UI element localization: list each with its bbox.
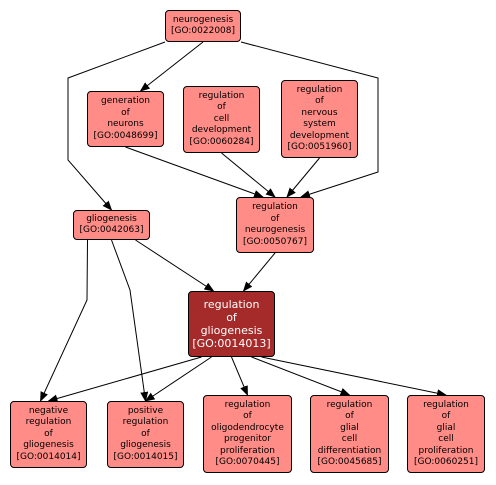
node-regulation-of-glial-cell-differentiation[interactable]: regulation of glial cell differentiation…	[310, 395, 389, 473]
node-label-line: regulation	[198, 90, 245, 101]
node-label-line: regulation	[25, 417, 72, 428]
node-label-line: oligodendrocyte	[211, 422, 284, 433]
node-label-line: regulation	[224, 399, 271, 410]
node-label-line: of	[217, 102, 226, 113]
node-label-line: of	[226, 311, 237, 324]
edge-gliogenesis-to-regulation-of-gliogenesis	[135, 239, 215, 292]
node-label-line: regulation	[252, 202, 298, 212]
node-label-line: of	[121, 107, 130, 118]
node-label-line: nervous	[301, 107, 338, 118]
node-label-line: proliferation	[418, 445, 474, 456]
edge-regulation-of-gliogenesis-to-regulation-of-glial-cell-proliferation	[261, 356, 447, 398]
node-label-line: of	[315, 96, 324, 106]
node-go-id: [GO:0051960]	[287, 142, 352, 152]
edge-generation-of-neurons-to-regulation-of-neurogenesis	[125, 146, 264, 198]
edge-regulation-of-gliogenesis-to-regulation-of-oligodendrocyte-progenitor-proliferation	[231, 356, 248, 396]
edge-neurogenesis-to-generation-of-neurons	[139, 41, 204, 92]
node-label-line: regulation	[203, 298, 260, 311]
node-label-line: of	[44, 428, 53, 439]
edge-regulation-of-gliogenesis-to-negative-regulation-of-gliogenesis	[47, 356, 202, 403]
node-label-line: regulation	[296, 84, 343, 95]
edge-gliogenesis-to-positive-regulation-of-gliogenesis	[111, 239, 149, 402]
node-label-line: of	[141, 428, 150, 439]
node-go-id: [GO:0060251]	[413, 457, 479, 467]
node-label-line: gliogenesis	[120, 440, 171, 451]
node-label-line: progenitor	[224, 434, 271, 444]
edge-gliogenesis-to-negative-regulation-of-gliogenesis	[40, 239, 88, 402]
node-go-id: [GO:0014015]	[113, 451, 178, 462]
edge-regulation-of-cell-development-to-regulation-of-neurogenesis	[221, 152, 276, 198]
node-regulation-of-oligodendrocyte-progenitor-proliferation[interactable]: regulation of oligodendrocyte progenitor…	[203, 395, 292, 473]
edge-regulation-of-gliogenesis-to-regulation-of-glial-cell-differentiation	[251, 356, 351, 396]
node-label-line: neurons	[107, 119, 144, 129]
node-regulation-of-nervous-system-development[interactable]: regulation of nervous system development…	[281, 80, 358, 158]
node-label-line: of	[441, 411, 451, 421]
node-label-line: system	[303, 119, 336, 129]
node-label-line: development	[191, 125, 252, 136]
node-label-line: generation	[101, 96, 150, 106]
node-label-line: gliogenesis	[86, 213, 137, 224]
node-positive-regulation-of-gliogenesis[interactable]: positive regulation of gliogenesis [GO:0…	[107, 401, 184, 468]
node-go-id: [GO:0050767]	[242, 236, 308, 247]
node-go-id: [GO:0022008]	[170, 26, 236, 36]
node-regulation-of-neurogenesis[interactable]: regulation of neurogenesis [GO:0050767]	[236, 197, 314, 253]
node-label-line: gliogenesis	[23, 440, 74, 451]
node-label-line: neurogenesis	[172, 14, 234, 25]
node-label-line: of	[345, 411, 354, 421]
node-label-line: development	[289, 130, 350, 141]
node-label-line: cell	[438, 434, 454, 444]
node-go-id: [GO:0042063]	[79, 225, 144, 235]
node-label-line: regulation	[423, 399, 469, 410]
edge-regulation-of-neurogenesis-to-regulation-of-gliogenesis	[242, 252, 276, 292]
node-go-id: [GO:0060284]	[189, 136, 254, 147]
node-go-id: [GO:0070445]	[215, 457, 280, 467]
edge-neurogenesis-to-gliogenesis	[67, 41, 166, 211]
node-regulation-of-cell-development[interactable]: regulation of cell development [GO:00602…	[183, 86, 260, 153]
node-gliogenesis[interactable]: gliogenesis [GO:0042063]	[73, 210, 150, 240]
node-regulation-of-glial-cell-proliferation[interactable]: regulation of glial cell proliferation […	[407, 395, 485, 473]
node-go-id: [GO:0014013]	[192, 337, 271, 350]
node-regulation-of-gliogenesis[interactable]: regulation of gliogenesis [GO:0014013]	[188, 291, 275, 357]
node-label-line: proliferation	[220, 445, 275, 456]
node-label-line: cell	[213, 113, 230, 124]
edge-regulation-of-gliogenesis-to-positive-regulation-of-gliogenesis	[144, 356, 212, 402]
node-go-id: [GO:0045685]	[317, 457, 382, 467]
node-label-line: of	[243, 411, 252, 421]
node-label-line: gliogenesis	[200, 324, 263, 337]
node-label-line: negative	[28, 405, 69, 416]
node-label-line: cell	[341, 434, 358, 444]
node-go-id: [GO:0048699]	[93, 130, 158, 141]
node-label-line: neurogenesis	[244, 225, 306, 235]
node-go-id: [GO:0014014]	[16, 451, 81, 462]
node-label-line: regulation	[326, 399, 373, 410]
node-label-line: differentiation	[317, 445, 382, 456]
node-label-line: of	[270, 213, 280, 224]
node-label-line: regulation	[122, 417, 169, 428]
node-generation-of-neurons[interactable]: generation of neurons [GO:0048699]	[87, 91, 164, 147]
node-label-line: glial	[436, 422, 456, 433]
node-label-line: positive	[127, 405, 164, 416]
node-negative-regulation-of-gliogenesis[interactable]: negative regulation of gliogenesis [GO:0…	[10, 401, 87, 468]
node-neurogenesis[interactable]: neurogenesis [GO:0022008]	[165, 10, 241, 42]
edge-neurogenesis-to-regulation-of-neurogenesis	[240, 41, 379, 199]
node-label-line: glial	[340, 422, 359, 433]
edge-regulation-of-nervous-system-development-to-regulation-of-neurogenesis	[286, 157, 320, 198]
